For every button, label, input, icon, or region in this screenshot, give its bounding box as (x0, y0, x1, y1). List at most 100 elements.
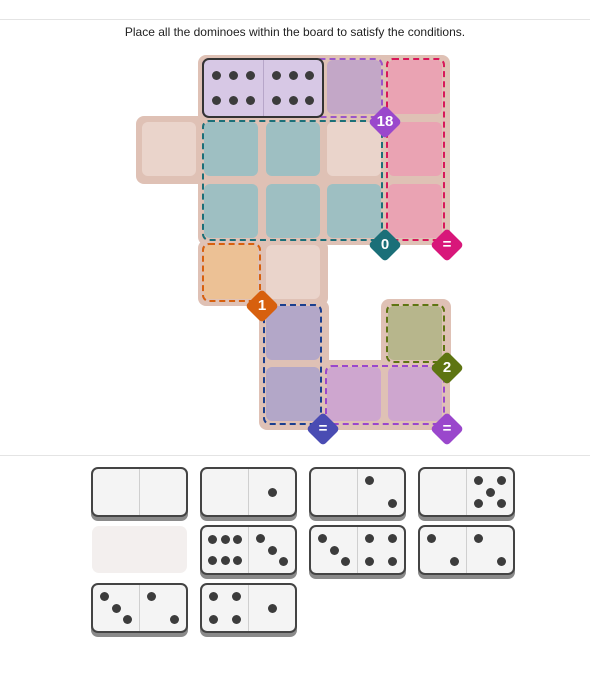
domino-half-left (202, 585, 248, 631)
pip (267, 603, 277, 613)
pip (279, 557, 288, 566)
board-cell[interactable] (388, 184, 442, 238)
board-cell[interactable] (327, 367, 381, 421)
pip (474, 534, 483, 543)
pip (267, 545, 277, 555)
condition-label: 18 (376, 113, 394, 130)
condition-badge-navy: = (306, 412, 340, 446)
board-cell[interactable] (204, 184, 258, 238)
pip (233, 555, 243, 565)
pip (288, 71, 298, 81)
pip (100, 592, 109, 601)
condition-label: = (442, 420, 452, 437)
pip (427, 534, 436, 543)
condition-badge-violet: = (430, 412, 464, 446)
board-cell[interactable] (388, 367, 442, 421)
condition-badge-olive: 2 (430, 351, 464, 385)
instruction-text: Place all the dominoes within the board … (124, 25, 466, 39)
pip (305, 95, 315, 105)
domino-half-left (311, 469, 357, 515)
domino-half-left (204, 60, 263, 116)
tray-domino[interactable] (309, 467, 406, 517)
tray-domino[interactable] (309, 525, 406, 575)
board-cell[interactable] (204, 245, 258, 299)
bottom-divider (0, 455, 590, 456)
board-cell[interactable] (266, 122, 320, 176)
domino-half-right (139, 469, 186, 515)
pip (209, 615, 218, 624)
pip (207, 535, 217, 545)
tray-domino[interactable] (200, 467, 297, 517)
pip (267, 487, 277, 497)
pip (341, 557, 350, 566)
pip (212, 71, 222, 81)
board-cell[interactable] (388, 60, 442, 114)
pip (474, 476, 483, 485)
pip (232, 592, 241, 601)
tray-domino[interactable] (200, 525, 297, 575)
domino-half-right (357, 469, 404, 515)
domino-half-left (93, 585, 139, 631)
pip (365, 476, 374, 485)
pip (388, 557, 397, 566)
condition-label: = (442, 236, 452, 253)
board-cell[interactable] (327, 184, 381, 238)
pip (474, 499, 483, 508)
domino-half-left (202, 469, 248, 515)
board-cell[interactable] (266, 245, 320, 299)
tray-domino[interactable] (418, 525, 515, 575)
domino-half-right (248, 527, 295, 573)
pip (485, 487, 495, 497)
domino-half-right (248, 469, 295, 515)
pip (220, 535, 230, 545)
pip (229, 71, 238, 81)
condition-badge-pink: = (430, 228, 464, 262)
pip (305, 71, 315, 81)
pip (123, 615, 132, 624)
pip (318, 534, 327, 543)
board-cell[interactable] (327, 122, 381, 176)
pip (497, 499, 506, 508)
domino-half-left (420, 469, 466, 515)
board-cell[interactable] (388, 122, 442, 176)
domino-half-right (466, 527, 513, 573)
pip (388, 534, 397, 543)
domino-half-left (93, 469, 139, 515)
pip (388, 499, 397, 508)
pip (232, 615, 241, 624)
pip (365, 557, 374, 566)
pip (209, 592, 218, 601)
condition-label: 1 (257, 297, 267, 314)
board-cell[interactable] (266, 367, 320, 421)
pip (256, 534, 265, 543)
pip (212, 95, 222, 105)
pip (497, 557, 506, 566)
domino-half-right (466, 469, 513, 515)
board-cell[interactable] (388, 306, 442, 360)
board-cell[interactable] (327, 60, 381, 114)
game-board: 18 = 0 1 2 = = (136, 55, 464, 446)
pip (288, 95, 298, 105)
board-cell[interactable] (266, 184, 320, 238)
tray-domino[interactable] (200, 583, 297, 633)
board-cell[interactable] (204, 122, 258, 176)
tray-domino[interactable] (91, 583, 188, 633)
tray-domino[interactable] (91, 467, 188, 517)
board-cell[interactable] (142, 122, 196, 176)
placed-domino[interactable] (202, 58, 324, 118)
board-cell[interactable] (266, 306, 320, 360)
pip (245, 95, 255, 105)
pip (147, 592, 156, 601)
tray-domino[interactable] (418, 467, 515, 517)
pip (233, 535, 243, 545)
pip (170, 615, 179, 624)
pip (220, 555, 230, 565)
condition-badge-purple: 18 (368, 105, 402, 139)
domino-half-right (357, 527, 404, 573)
pip (271, 95, 281, 105)
condition-label: 0 (380, 236, 390, 253)
pip (329, 545, 339, 555)
domino-half-right (248, 585, 295, 631)
domino-half-left (420, 527, 466, 573)
condition-label: = (318, 420, 328, 437)
